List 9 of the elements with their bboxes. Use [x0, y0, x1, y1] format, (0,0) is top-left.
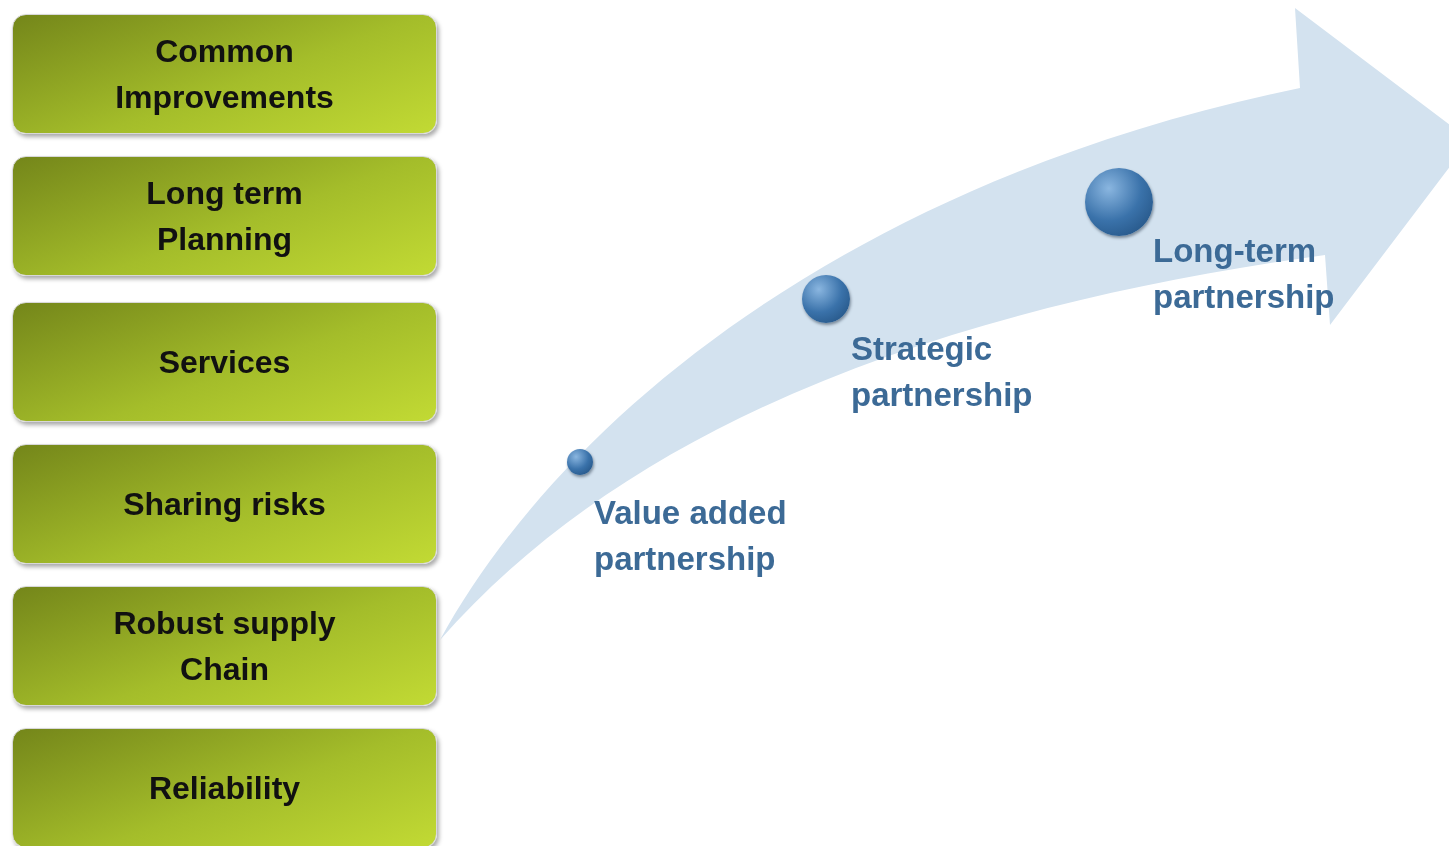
- milestone-label: Strategic partnership: [851, 329, 1034, 415]
- benefit-box: Long term Planning: [12, 156, 437, 276]
- milestone-label: Long-term partnership: [1153, 231, 1336, 317]
- milestone-label: Value added partnership: [594, 493, 788, 579]
- benefit-box: Robust supply Chain: [12, 586, 437, 706]
- benefit-box: Reliability: [12, 728, 437, 846]
- benefit-box: Sharing risks: [12, 444, 437, 564]
- benefit-box: Common Improvements: [12, 14, 437, 134]
- benefit-box: Services: [12, 302, 437, 422]
